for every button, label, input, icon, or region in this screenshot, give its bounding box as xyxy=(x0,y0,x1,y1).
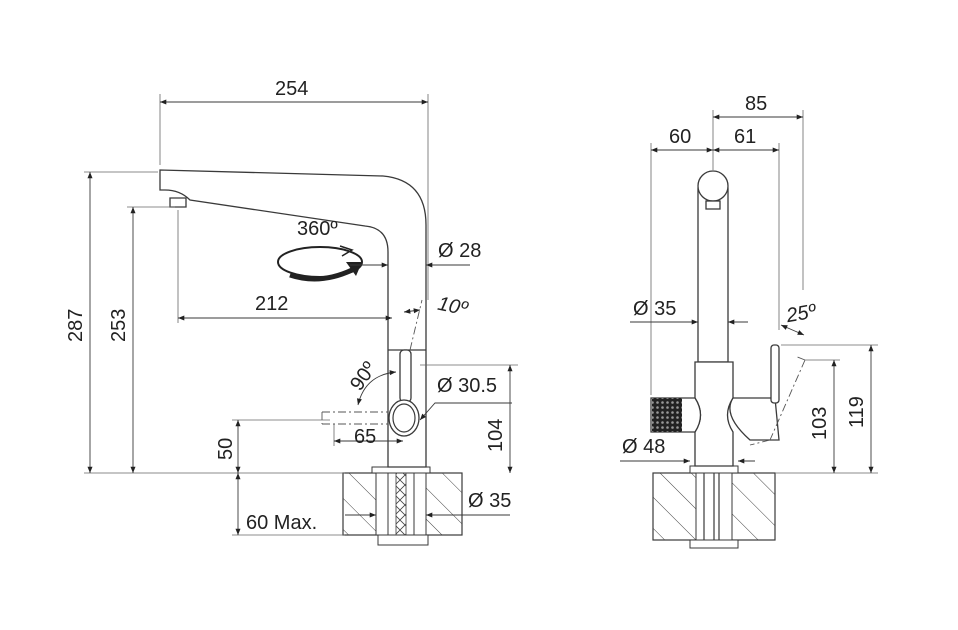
dim-lever-height-low: 103 xyxy=(809,407,831,440)
dim-left-width: 60 xyxy=(669,126,691,148)
dim-handle-length: 65 xyxy=(354,426,376,448)
dim-front-lever-angle: 25º xyxy=(784,300,820,327)
dim-body-diameter: Ø 30.5 xyxy=(437,375,497,397)
aerator xyxy=(169,197,187,208)
spout xyxy=(159,169,427,468)
column xyxy=(697,187,729,363)
lever xyxy=(399,349,412,403)
dim-total-reach: 254 xyxy=(275,78,308,100)
dim-base-diameter: Ø 48 xyxy=(622,436,665,458)
dim-rotation: 360º xyxy=(297,218,338,240)
side-view: 254 287 253 360º Ø 28 212 10º 90º xyxy=(65,78,518,546)
dim-lever-height: 104 xyxy=(485,419,507,452)
dim-hole-diameter: Ø 35 xyxy=(468,490,511,512)
dim-lever-angle: 10º xyxy=(436,293,471,321)
dim-lever-height-high: 119 xyxy=(846,396,868,428)
front-view: 85 60 61 Ø 35 25º 103 119 Ø 48 xyxy=(620,93,878,549)
dim-total-width: 85 xyxy=(745,93,767,115)
rotation-arrow-icon xyxy=(277,245,363,282)
lever-hub xyxy=(388,399,420,437)
dim-spout-diameter: Ø 28 xyxy=(438,240,481,262)
spout-head xyxy=(697,170,729,202)
dim-right-width: 61 xyxy=(734,126,756,148)
dim-handle-angle: 90º xyxy=(346,357,381,394)
right-handle xyxy=(729,397,780,441)
knurled-knob xyxy=(652,398,682,432)
countertop-section xyxy=(342,466,463,546)
dim-handle-height: 50 xyxy=(215,438,237,460)
dim-spout-height: 253 xyxy=(108,309,130,342)
dim-column-diameter: Ø 35 xyxy=(633,298,676,320)
front-lever xyxy=(770,344,780,404)
countertop-section-front xyxy=(652,465,776,549)
dim-counter-thickness: 60 Max. xyxy=(246,512,317,534)
dim-total-height: 287 xyxy=(65,309,87,342)
dim-spout-reach: 212 xyxy=(255,293,288,315)
